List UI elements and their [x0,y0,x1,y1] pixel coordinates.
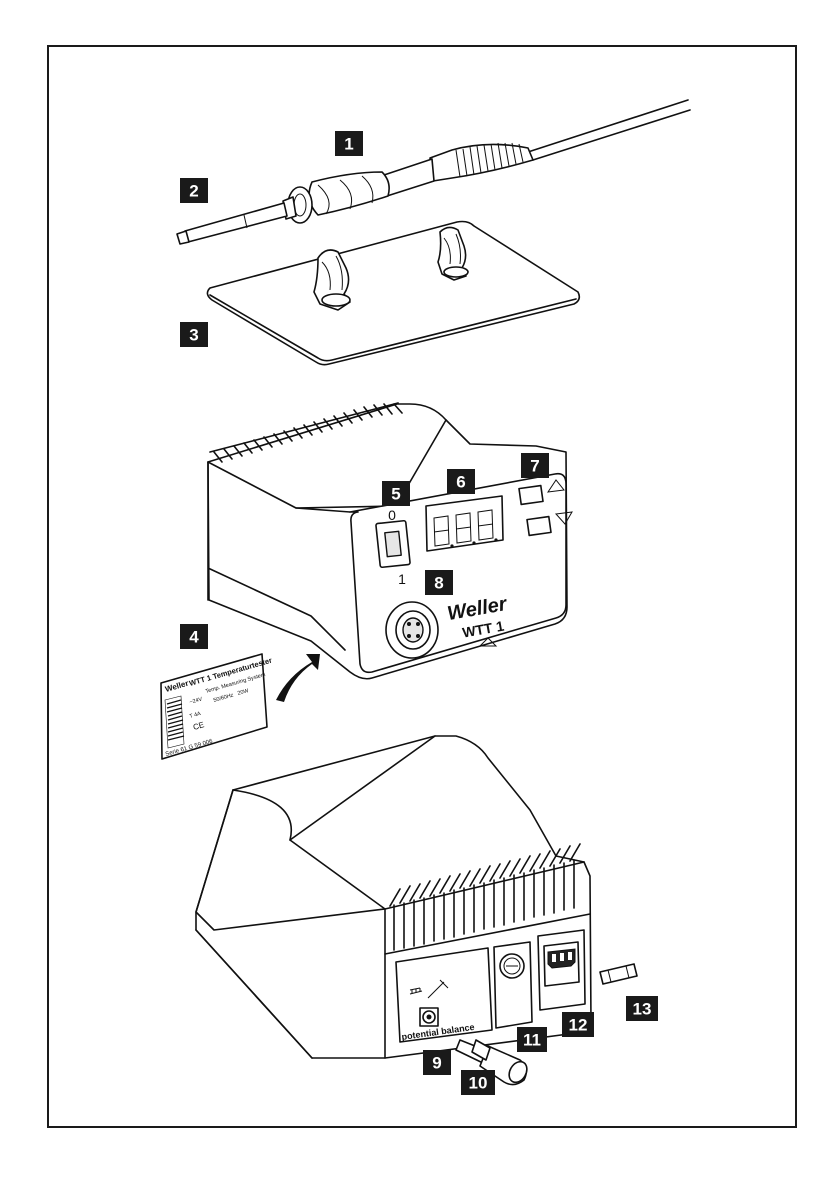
callout-13: 13 [626,996,658,1021]
rear-unit: potential balance [196,736,591,1058]
fuse-holder[interactable] [500,954,524,978]
sensor-socket[interactable] [386,602,438,658]
callout-7-label: 7 [530,457,539,476]
callout-1: 1 [335,131,363,156]
callout-5-label: 5 [391,485,400,504]
callout-10-label: 10 [469,1074,488,1093]
switch-on-label: 1 [398,571,406,587]
soldering-iron [177,100,690,244]
spare-fuse [600,964,637,984]
mains-socket[interactable] [538,930,585,1010]
callout-9: 9 [423,1050,451,1075]
down-button[interactable] [527,517,551,536]
callout-2-label: 2 [189,182,198,201]
callout-8-label: 8 [434,574,443,593]
switch-off-label: 0 [388,507,396,523]
curved-arrow-icon [276,654,320,702]
callout-6-label: 6 [456,473,465,492]
rating-plate: Weller WTT 1 Temperaturtester Temp. Meas… [161,654,273,759]
callout-13-label: 13 [633,1000,652,1019]
callout-12: 12 [562,1012,594,1037]
callout-11: 11 [517,1027,547,1052]
callout-2: 2 [180,178,208,203]
iron-stand [207,222,579,365]
callout-7: 7 [521,453,549,478]
callout-3: 3 [180,322,208,347]
callout-6: 6 [447,469,475,494]
callout-4-label: 4 [189,628,199,647]
up-button[interactable] [519,486,543,505]
front-unit: 0 1 Weller WTT 1 [208,403,572,679]
callout-10: 10 [461,1070,495,1095]
callout-8: 8 [425,570,453,595]
callout-11-label: 11 [523,1031,541,1050]
potential-balance-socket[interactable] [420,1008,438,1026]
callout-5: 5 [382,481,410,506]
callout-3-label: 3 [189,326,198,345]
callout-1-label: 1 [344,135,353,154]
callout-4: 4 [180,624,208,649]
callout-12-label: 12 [569,1016,588,1035]
callout-9-label: 9 [432,1054,441,1073]
